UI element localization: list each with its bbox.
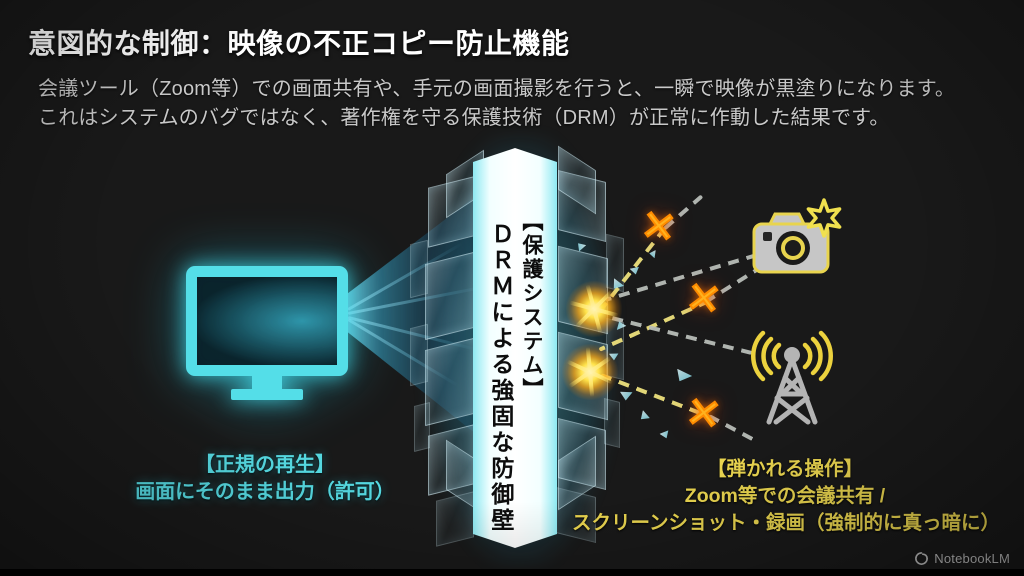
blocked-caption-line-2: Zoom等での会議共有 / (684, 485, 886, 507)
notebooklm-brand-text: NotebookLM (934, 551, 1010, 566)
subtitle-line-1: 会議ツール（Zoom等）での画面共有や、手元の画面撮影を行うと、一瞬で映像が黒塗… (38, 78, 956, 100)
broadcast-tower-icon (751, 330, 833, 425)
notebooklm-watermark: NotebookLM (914, 551, 1010, 566)
impact-spark (562, 344, 618, 400)
glass-panel (604, 398, 620, 448)
debris-shard (675, 369, 693, 384)
camera-viewfinder (763, 232, 772, 241)
debris-shard (659, 428, 671, 440)
allowed-caption-line-1: 【正規の再生】 (195, 454, 335, 476)
blocked-x-icon: ✕ (637, 199, 681, 254)
glass-panel (410, 323, 428, 387)
page-title: 意図的な制御：映像の不正コピー防止機能 (28, 28, 570, 59)
monitor-stand-base (231, 389, 303, 400)
subtitle-line-2: これはシステムのバグではなく、著作権を守る保護技術（DRM）が正常に作動した結果… (38, 107, 890, 129)
camera-flash-icon (752, 198, 842, 274)
tower-structure (766, 347, 818, 425)
radio-waves-icon (751, 330, 833, 382)
glass-panel (410, 239, 428, 299)
camera-lens-ring (781, 236, 805, 260)
blocked-x-icon: ✕ (682, 271, 726, 326)
impact-spark (566, 281, 622, 337)
monitor-screen (186, 266, 348, 376)
drm-barrier-pillar: 【保護システム】 ＤＲＭによる強固な防御壁 (473, 148, 557, 548)
debris-shard (649, 250, 657, 259)
monitor-stand-neck (252, 376, 282, 391)
flash-star-icon (806, 198, 842, 238)
allowed-caption-line-2: 画面にそのまま出力（許可） (135, 481, 395, 503)
barrier-label-col-left: ＤＲＭによる強固な防御壁 (487, 222, 514, 534)
glass-panel (425, 251, 474, 341)
blocked-caption: 【弾かれる操作】 Zoom等での会議共有 / スクリーンショット・録画（強制的に… (572, 456, 1001, 537)
blocked-caption-line-3: スクリーンショット・録画（強制的に真っ暗に） (572, 512, 1001, 534)
barrier-label-col-right: 【保護システム】 (520, 210, 543, 402)
camera-lens (776, 231, 810, 265)
allowed-caption: 【正規の再生】 画面にそのまま出力（許可） (95, 452, 435, 506)
barrier-label: 【保護システム】 ＤＲＭによる強固な防御壁 (473, 148, 557, 548)
debris-shard (620, 389, 634, 402)
glass-panel (414, 402, 430, 452)
notebooklm-logo-icon (915, 552, 929, 565)
letterbox-bar (0, 569, 1024, 576)
blocked-x-icon: ✕ (682, 386, 726, 441)
blocked-caption-line-1: 【弾かれる操作】 (706, 458, 863, 480)
glass-panel (425, 337, 474, 427)
debris-shard (638, 410, 651, 423)
